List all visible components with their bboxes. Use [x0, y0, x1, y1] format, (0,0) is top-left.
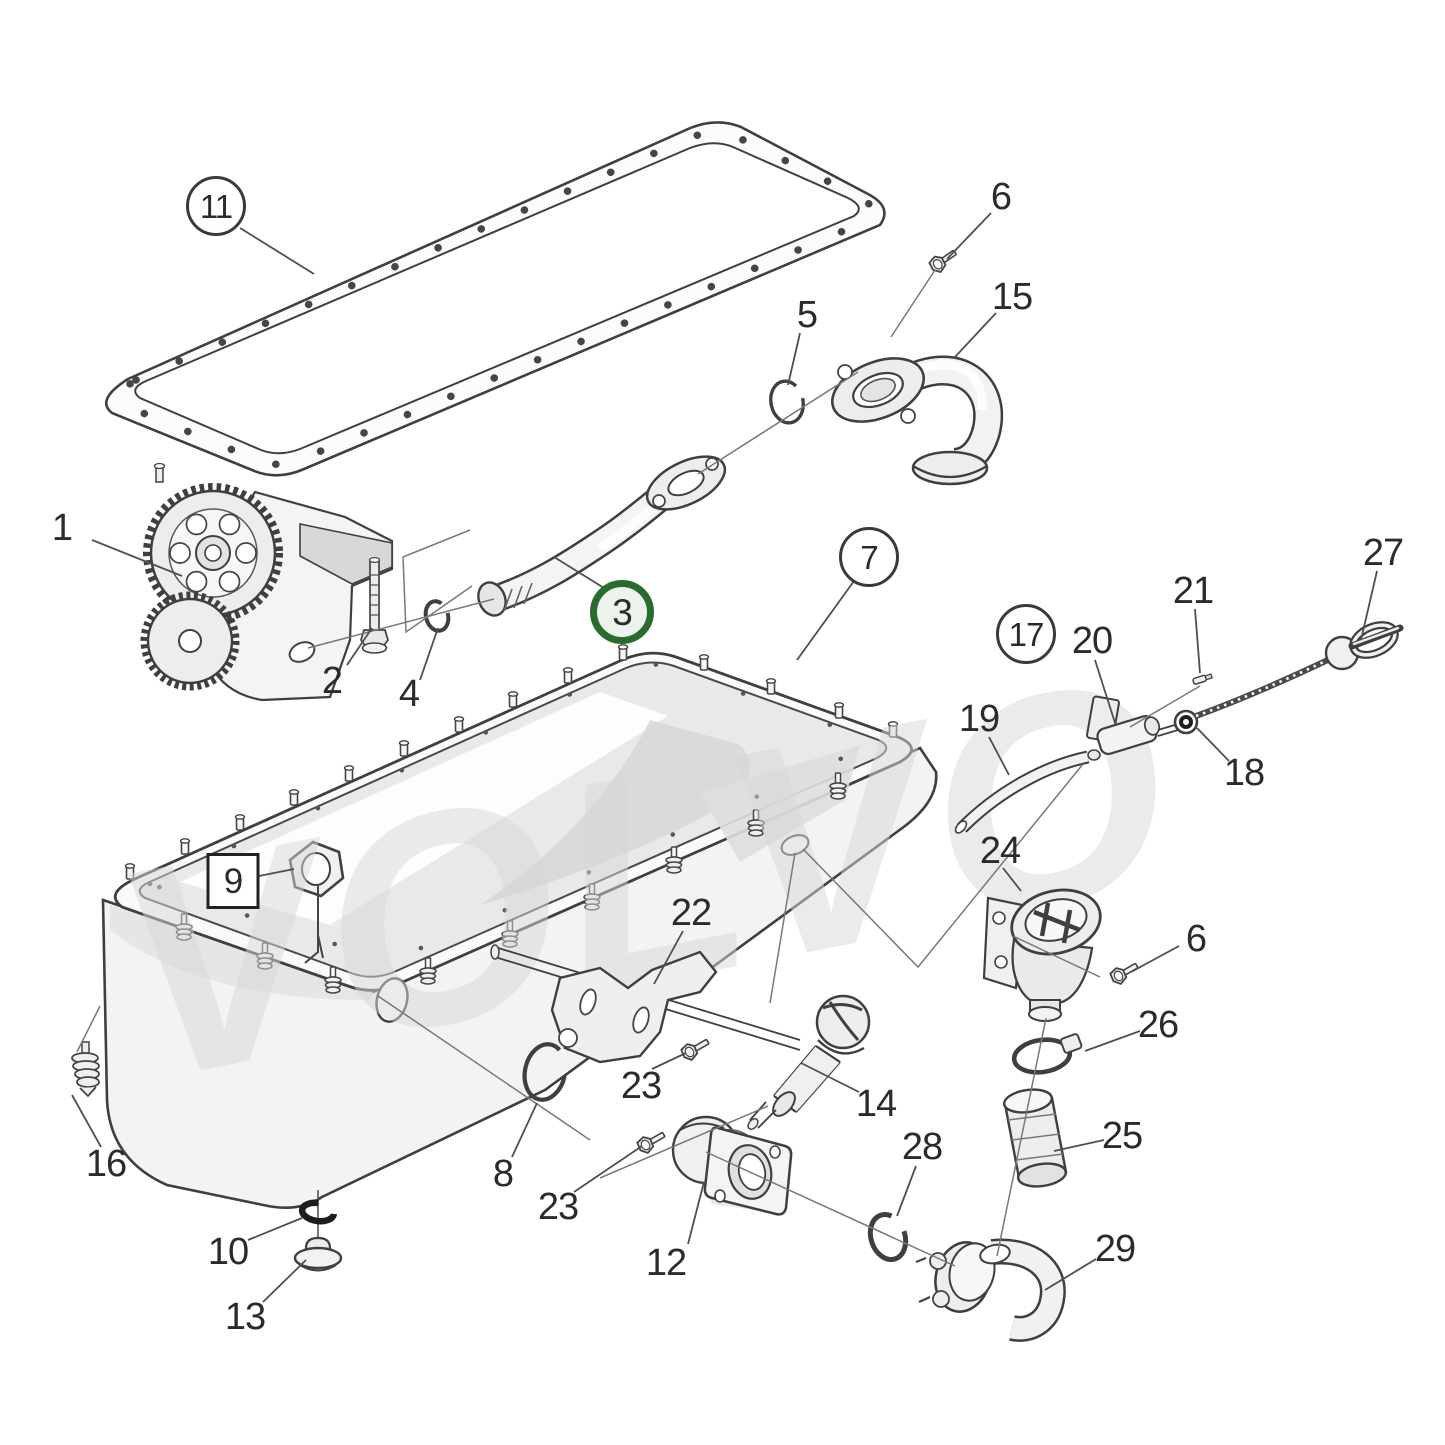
label-16[interactable]: 16: [85, 1143, 127, 1185]
leader-lines: [71, 212, 1378, 1303]
label-11[interactable]: 11: [186, 176, 246, 236]
part-drawing-elbow-29: [915, 1238, 1066, 1342]
part-drawing-elbow-pipe-15: [830, 355, 1003, 486]
label-29[interactable]: 29: [1094, 1228, 1136, 1270]
label-18[interactable]: 18: [1223, 752, 1265, 794]
label-7[interactable]: 7: [839, 527, 899, 587]
label-5[interactable]: 5: [796, 294, 818, 336]
label-19[interactable]: 19: [958, 698, 1000, 740]
part-drawing-oring-5: [769, 379, 805, 425]
label-21[interactable]: 21: [1172, 570, 1214, 612]
part-drawing-plug-16: [71, 1041, 100, 1098]
label-6b[interactable]: 6: [1185, 918, 1207, 960]
label-17[interactable]: 17: [996, 604, 1056, 664]
label-25[interactable]: 25: [1101, 1115, 1143, 1157]
part-drawing-ujoint-14: [747, 994, 871, 1131]
label-8[interactable]: 8: [492, 1153, 514, 1195]
label-26[interactable]: 26: [1137, 1004, 1179, 1046]
part-drawing-bolt-2: [360, 556, 389, 654]
label-2[interactable]: 2: [321, 660, 343, 702]
part-drawing-clamp-26: [1011, 1033, 1083, 1075]
part-drawing-bolt-6b: [1107, 957, 1142, 988]
part-drawing-drain-plug-13: [293, 1236, 343, 1272]
part-drawing-oring-28: [867, 1212, 909, 1262]
part-drawing-filler-24: [982, 888, 1102, 1022]
part-drawing-bracket-22: [490, 944, 801, 1064]
label-23b[interactable]: 23: [537, 1186, 579, 1228]
label-20[interactable]: 20: [1071, 620, 1113, 662]
label-1[interactable]: 1: [51, 507, 73, 549]
label-15[interactable]: 15: [991, 276, 1033, 318]
part-drawing-plug-9: [288, 840, 345, 964]
label-23a[interactable]: 23: [620, 1065, 662, 1107]
part-drawing-housing-12: [671, 1115, 793, 1216]
label-14[interactable]: 14: [855, 1083, 897, 1125]
label-22[interactable]: 22: [670, 892, 712, 934]
label-24[interactable]: 24: [979, 830, 1021, 872]
label-3-selected[interactable]: 3: [590, 580, 654, 644]
label-13[interactable]: 13: [224, 1296, 266, 1338]
label-12[interactable]: 12: [645, 1242, 687, 1284]
part-drawing-sleeve-25: [1002, 1088, 1068, 1188]
part-drawing-dipstick: [954, 621, 1404, 834]
part-drawing-snapring-8: [522, 1042, 568, 1102]
label-27[interactable]: 27: [1362, 532, 1404, 574]
part-drawing-oring-4: [423, 599, 451, 633]
label-10[interactable]: 10: [207, 1231, 249, 1273]
part-drawing-washer-10: [298, 1199, 338, 1225]
label-28[interactable]: 28: [901, 1126, 943, 1168]
part-drawing-gasket: [104, 121, 886, 477]
label-9[interactable]: 9: [206, 853, 260, 909]
part-drawing-oil-pump: [140, 462, 394, 702]
label-4[interactable]: 4: [398, 673, 420, 715]
part-drawing-suction-pipe: [477, 455, 727, 617]
part-drawing-oil-pan: [71, 643, 938, 1272]
construction-lines: [76, 269, 1201, 1267]
label-6[interactable]: 6: [990, 176, 1012, 218]
